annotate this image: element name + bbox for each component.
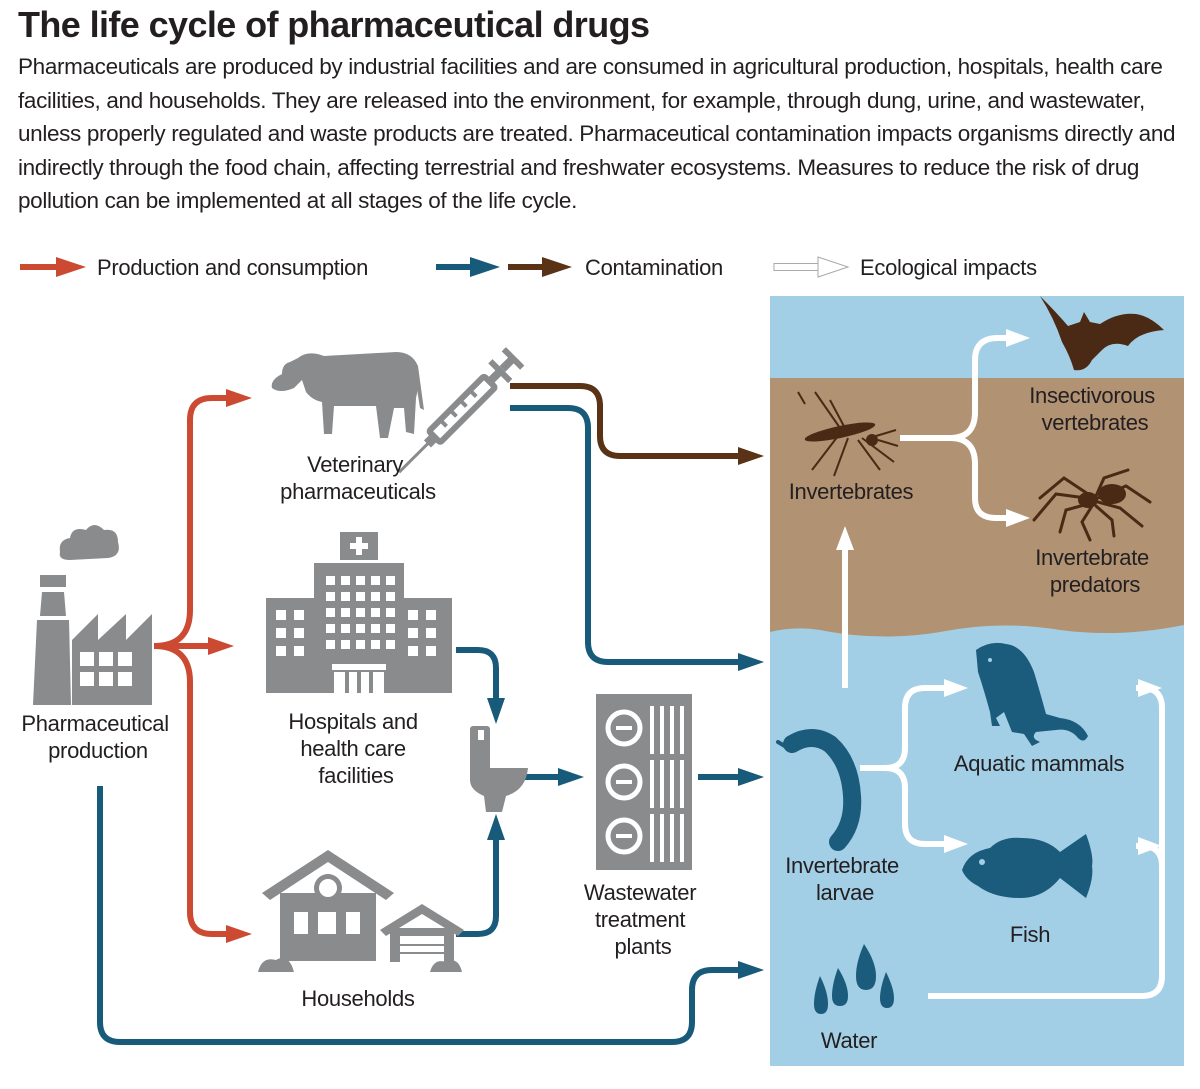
mosquito-icon bbox=[797, 391, 899, 477]
arrow-larvae-to-fish bbox=[884, 765, 968, 853]
label-production: Pharmaceutical production bbox=[21, 711, 174, 763]
legend-contamination-label: Contamination bbox=[585, 255, 723, 280]
mole-icon bbox=[976, 642, 1088, 746]
label-hospitals-line1: Hospitals and bbox=[288, 709, 417, 734]
fish-icon bbox=[962, 834, 1093, 898]
production-flow bbox=[153, 389, 252, 943]
ecological-flow bbox=[836, 329, 1165, 999]
arrow-veterinary-to-water bbox=[510, 405, 764, 671]
legend: Production and consumption Contamination… bbox=[20, 255, 1037, 280]
factory-icon bbox=[33, 525, 152, 705]
water-contamination-flow bbox=[97, 405, 764, 1045]
house-icon bbox=[258, 850, 464, 972]
label-invertebrates: Invertebrates bbox=[789, 479, 914, 504]
page-title: The life cycle of pharmaceutical drugs bbox=[18, 4, 650, 45]
arrow-production-to-water bbox=[97, 786, 764, 1045]
soil-contamination-flow bbox=[510, 383, 764, 465]
legend-ecological-label: Ecological impacts bbox=[860, 255, 1037, 280]
label-production-line1: Pharmaceutical bbox=[21, 711, 168, 736]
larva-icon bbox=[776, 729, 862, 851]
arrow-production-to-households bbox=[153, 643, 252, 943]
label-wastewater: Wastewater treatment plants bbox=[584, 880, 702, 959]
label-predators-line1: Invertebrate bbox=[1035, 545, 1149, 570]
treatment-plant-icon bbox=[596, 694, 692, 870]
legend-contamination-arrows bbox=[436, 257, 572, 277]
label-production-line2: production bbox=[48, 738, 148, 763]
label-aquatic-mammals: Aquatic mammals bbox=[954, 751, 1125, 776]
label-insectivorous-line2: vertebrates bbox=[1042, 410, 1149, 435]
toilet-icon bbox=[470, 726, 528, 812]
legend-production-arrow bbox=[20, 257, 86, 277]
label-wastewater-line2: treatment bbox=[595, 907, 685, 932]
label-hospitals-line3: facilities bbox=[318, 763, 394, 788]
label-veterinary: Veterinary pharmaceuticals bbox=[280, 452, 436, 504]
label-insectivorous-line1: Insectivorous bbox=[1029, 383, 1155, 408]
label-wastewater-line3: plants bbox=[615, 934, 672, 959]
arrow-veterinary-to-invertebrates bbox=[510, 383, 764, 465]
arrow-hospitals-to-toilet bbox=[456, 647, 505, 724]
label-insectivorous: Insectivorous vertebrates bbox=[1029, 383, 1161, 435]
label-fish: Fish bbox=[1010, 922, 1050, 947]
label-water: Water bbox=[821, 1028, 877, 1053]
node-labels: Pharmaceutical production Veterinary pha… bbox=[21, 383, 1161, 1053]
label-veterinary-line1: Veterinary bbox=[307, 452, 403, 477]
label-households: Households bbox=[301, 986, 414, 1011]
label-larvae-line2: larvae bbox=[816, 880, 874, 905]
water-drops-icon bbox=[814, 944, 894, 1014]
cow-icon bbox=[271, 352, 424, 438]
label-larvae-line1: Invertebrate bbox=[785, 853, 899, 878]
label-hospitals: Hospitals and health care facilities bbox=[288, 709, 423, 788]
label-larvae: Invertebrate larvae bbox=[785, 853, 905, 905]
legend-ecological-arrow bbox=[773, 256, 850, 278]
label-predators-line2: predators bbox=[1050, 572, 1141, 597]
label-hospitals-line2: health care bbox=[300, 736, 406, 761]
legend-production-label: Production and consumption bbox=[97, 255, 368, 280]
arrow-households-to-toilet bbox=[456, 814, 505, 937]
spider-icon bbox=[1032, 468, 1152, 542]
bat-icon bbox=[1040, 296, 1164, 371]
label-predators: Invertebrate predators bbox=[1035, 545, 1155, 597]
intro-paragraph: Pharmaceuticals are produced by industri… bbox=[18, 54, 1176, 213]
syringe-icon bbox=[398, 347, 525, 474]
label-veterinary-line2: pharmaceuticals bbox=[280, 479, 436, 504]
arrow-invertebrates-to-predators bbox=[949, 435, 1030, 527]
arrow-production-to-veterinary bbox=[153, 389, 252, 649]
label-wastewater-line1: Wastewater bbox=[584, 880, 696, 905]
hospital-icon bbox=[266, 532, 452, 693]
